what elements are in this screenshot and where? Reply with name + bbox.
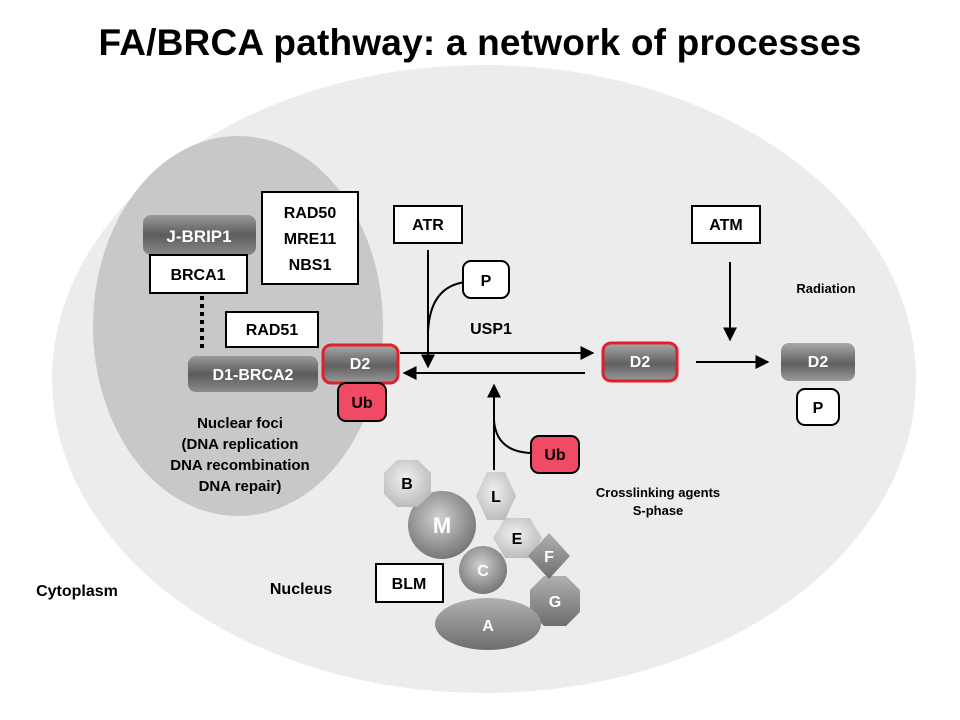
fancc-node: C (459, 546, 507, 594)
fancm-node: M (408, 491, 476, 559)
mre11-label: MRE11 (284, 231, 337, 248)
brca1-node: BRCA1 (149, 254, 248, 294)
fancm-label: M (433, 513, 451, 538)
fancc-label: C (477, 563, 489, 580)
atm-node: ATM (691, 205, 761, 244)
nucleus-label: Nucleus (270, 581, 332, 598)
fa-core-complex: G A C E F M L (384, 460, 580, 650)
p-atr-label: P (481, 273, 492, 290)
jbrip1-label: J-BRIP1 (166, 227, 231, 246)
atr-phospho-curve (427, 281, 467, 333)
radiation-label: Radiation (796, 281, 855, 296)
fanca-node: A (435, 598, 541, 650)
fancg-label: G (549, 594, 561, 611)
d2-right-node: D2 (781, 343, 855, 381)
p-atm-label: P (813, 400, 824, 417)
jbrip1-node: J-BRIP1 (143, 215, 256, 255)
fancb-node: B (384, 460, 431, 507)
fance-label: E (512, 531, 523, 548)
ub-foci-node: Ub (337, 382, 387, 422)
crosslink-line-1: Crosslinking agents (596, 485, 720, 500)
d2-right-label: D2 (808, 354, 829, 371)
mrn-complex-node: RAD50 MRE11 NBS1 (261, 191, 359, 285)
fancb-label: B (401, 476, 413, 493)
fancl-label: L (491, 489, 501, 506)
d2-foci-node: D2 (321, 343, 400, 385)
rad51-label: RAD51 (246, 322, 299, 339)
cytoplasm-label: Cytoplasm (36, 583, 118, 600)
brca1-label: BRCA1 (170, 267, 225, 284)
rad51-node: RAD51 (225, 311, 319, 348)
atr-label: ATR (412, 217, 444, 234)
blm-label: BLM (392, 576, 427, 593)
foci-caption-line-3: DNA recombination (170, 457, 309, 474)
p-atr-node: P (462, 260, 510, 299)
d2-foci-label: D2 (350, 356, 371, 373)
fancf-label: F (544, 549, 554, 566)
rad50-label: RAD50 (284, 205, 337, 222)
crosslink-line-2: S-phase (633, 503, 684, 518)
ub-core-label: Ub (544, 447, 566, 464)
fancf-node: F (528, 533, 570, 579)
page-title: FA/BRCA pathway: a network of processes (98, 22, 862, 63)
d1-brca2-label: D1-BRCA2 (213, 367, 294, 384)
fance-node: E (493, 518, 542, 558)
blm-node: BLM (375, 563, 444, 603)
fancg-node: G (530, 576, 580, 626)
ub-core-node: Ub (530, 435, 580, 474)
atm-label: ATM (709, 217, 742, 234)
foci-caption-line-1: Nuclear foci (197, 415, 283, 432)
p-atm-node: P (796, 388, 840, 426)
usp1-label: USP1 (470, 321, 512, 338)
ub-foci-label: Ub (351, 395, 373, 412)
nbs1-label: NBS1 (289, 257, 332, 274)
d2-middle-node: D2 (601, 341, 679, 383)
d2-middle-label: D2 (630, 354, 651, 371)
fancl-node: L (476, 472, 516, 520)
foci-caption-line-4: DNA repair) (199, 478, 282, 495)
d1-brca2-node: D1-BRCA2 (188, 356, 318, 392)
atr-node: ATR (393, 205, 463, 244)
foci-caption-line-2: (DNA replication (182, 436, 299, 453)
core-ub-curve (493, 419, 533, 454)
fanca-label: A (482, 618, 494, 635)
